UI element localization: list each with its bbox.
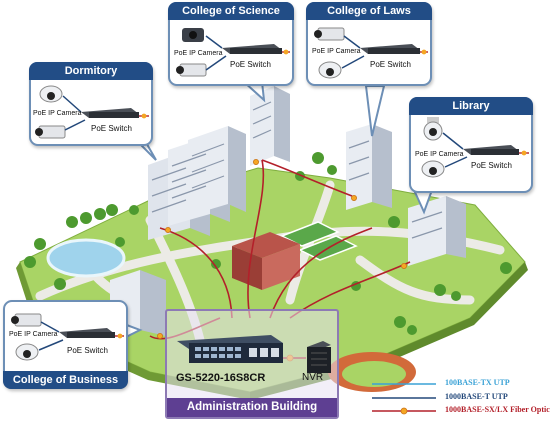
camera-label: PoE IP Camera [9, 331, 58, 338]
admin-building-title: Administration Building [167, 398, 337, 417]
fiber-links [149, 159, 411, 340]
dome-camera-icon [318, 61, 342, 79]
camera-label: PoE IP Camera [312, 48, 361, 55]
device-art [421, 117, 529, 178]
device-art [176, 28, 290, 77]
callout-dormitory: Dormitory PoE IP Camera PoE Switch [29, 62, 153, 146]
laws-building [346, 124, 392, 210]
running-track [328, 352, 416, 392]
dome-camera-icon [39, 85, 63, 103]
switch-model-label: GS-5220-16S8CR [176, 372, 266, 384]
poe-switch-icon [59, 328, 115, 338]
nvr-label: NVR [302, 372, 324, 383]
dome-camera-icon [421, 160, 445, 178]
callout-title: Dormitory [29, 62, 153, 80]
library-building [408, 196, 466, 266]
poe-switch-icon [222, 44, 282, 54]
device-art [35, 85, 149, 139]
switch-label: PoE Switch [91, 124, 132, 133]
box-camera-icon [176, 63, 207, 77]
core-switch-icon [177, 335, 283, 363]
poe-switch-icon [360, 44, 420, 54]
camera-label: PoE IP Camera [33, 110, 82, 117]
campus-pond [46, 238, 126, 278]
legend-item-100base-tx: 100BASE-TX UTP [372, 378, 552, 390]
legend-item-1000base-t: 1000BASE-T UTP [372, 392, 552, 404]
administration-building: Administration Building [165, 309, 339, 419]
campus-trees [24, 152, 512, 335]
callout-college-of-science: College of Science PoE IP Camera PoE Swi… [168, 2, 294, 86]
dormitory-buildings [148, 126, 246, 240]
ptz-camera-icon [423, 117, 443, 141]
callout-title: Library [409, 97, 533, 115]
legend-label: 1000BASE-SX/LX Fiber Optic [445, 405, 550, 414]
brick-building [232, 232, 300, 290]
callout-college-of-laws: College of Laws PoE IP Camera PoE Switch [306, 2, 432, 86]
switch-label: PoE Switch [471, 161, 512, 170]
legend-label: 1000BASE-T UTP [445, 392, 508, 401]
device-art [11, 313, 124, 361]
callout-title: College of Laws [306, 2, 432, 20]
nvr-icon [307, 341, 331, 373]
camera-label: PoE IP Camera [415, 151, 464, 158]
callout-college-of-business: PoE IP Camera PoE Switch College of Busi… [3, 300, 128, 389]
switch-label: PoE Switch [370, 60, 411, 69]
dome-camera-icon [182, 28, 204, 42]
box-camera-icon [314, 27, 345, 41]
science-building [250, 86, 290, 166]
switch-label: PoE Switch [67, 346, 108, 355]
poe-switch-icon [81, 108, 139, 118]
legend-line-icon [372, 397, 436, 399]
switch-label: PoE Switch [230, 60, 271, 69]
legend-fiber-icon [372, 407, 436, 415]
legend-line-icon [372, 383, 436, 385]
admin-device-art [177, 335, 331, 373]
legend-label: 100BASE-TX UTP [445, 378, 510, 387]
box-camera-icon [35, 125, 66, 139]
fiber-nodes [156, 158, 407, 339]
poe-switch-icon [463, 145, 519, 155]
device-art [314, 27, 428, 79]
legend-item-fiber: 1000BASE-SX/LX Fiber Optic [372, 405, 552, 417]
callout-library: Library PoE IP Camera PoE Switch [409, 97, 533, 193]
dome-camera-icon [15, 343, 39, 361]
callout-title: College of Science [168, 2, 294, 20]
box-camera-icon [11, 313, 42, 327]
camera-label: PoE IP Camera [174, 50, 223, 57]
callout-title: College of Business [3, 371, 128, 389]
